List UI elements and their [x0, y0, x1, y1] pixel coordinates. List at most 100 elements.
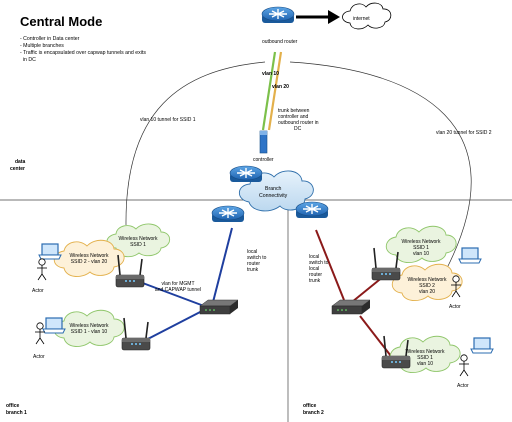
- branch1-ap-bottom-icon[interactable]: [121, 317, 151, 351]
- switch-label-line: trunk: [309, 278, 321, 284]
- switch-label-line: switch to: [309, 260, 329, 266]
- branch1-switch-label: local switch to router trunk: [247, 249, 267, 273]
- note-line: - Multiple branches: [20, 43, 64, 49]
- switch-label-line: local: [309, 254, 319, 260]
- branch1-vlan-label: vlan for MGMT and CAPWAP tunnel: [155, 281, 201, 293]
- tunnel-ssid2-label: vlan 20 tunnel for SSID 2: [436, 130, 492, 136]
- datacenter-label: data center: [10, 159, 26, 172]
- branch2-cloud-top-text: Wireless Network SSID 1 vlan 10: [402, 239, 441, 257]
- branch2-cloud-top: [385, 225, 457, 263]
- switch-label-line: switch to: [247, 255, 267, 261]
- branch2-cloud-mid: [391, 263, 463, 301]
- branch2-switch-icon[interactable]: [331, 299, 371, 315]
- branch2-ap-bottom-link: [359, 315, 395, 361]
- note-line: - Traffic is encapsulated over capwap tu…: [20, 50, 146, 56]
- vlan-label-line: vlan for MGMT: [161, 281, 194, 287]
- page-title: Central Mode: [20, 14, 102, 29]
- branch2-laptop-top-icon[interactable]: [458, 247, 482, 264]
- branch2-actor-bottom-icon: [458, 354, 470, 377]
- trunk-label: trunk between controller and outbound ro…: [278, 108, 319, 132]
- cloud-text-line: Wireless Network: [406, 349, 445, 355]
- branch2-ap-top-link: [351, 275, 385, 303]
- cloud-text-line: SSID 1: [130, 242, 146, 248]
- cloud-text-line: Wireless Network: [408, 277, 447, 283]
- switch-label-line: trunk: [247, 267, 259, 273]
- tunnel-ssid1-arc: [125, 61, 266, 226]
- cloud-text-line: SSID 1 - vlan 10: [71, 329, 108, 335]
- branch2-cloud-bottom-text: Wireless Network SSID 1 vlan 10: [406, 349, 445, 367]
- note-line: in DC: [20, 57, 36, 63]
- cloud-text-line: Wireless Network: [119, 236, 158, 242]
- trunk-label-line: outbound router in: [278, 120, 319, 126]
- datacenter-label-line: data: [15, 159, 26, 165]
- vlan-label-line: and CAPWAP tunnel: [155, 287, 201, 293]
- internet-label: internet: [353, 16, 370, 22]
- branch1-actor-top-icon: [36, 258, 48, 281]
- cloud-text-line: SSID 2: [419, 283, 435, 289]
- branch2-laptop-bottom-icon[interactable]: [470, 337, 494, 354]
- branch1-laptop-top-icon[interactable]: [38, 243, 62, 260]
- vlan20-label: vlan 20: [272, 84, 289, 90]
- actor-label: Actor: [449, 304, 461, 310]
- office-branch2-label: office branch 2: [303, 403, 324, 416]
- vlan10-line: [261, 51, 277, 131]
- office-label-line: branch 2: [303, 410, 324, 416]
- vlan10-label: vlan 10: [262, 71, 279, 77]
- outbound-router-label: outbound router: [262, 39, 298, 45]
- office-branch1-label: office branch 1: [6, 403, 27, 416]
- datacenter-label-line: center: [10, 166, 25, 172]
- switch-label-line: local: [309, 266, 319, 272]
- office-label-line: branch 1: [6, 410, 27, 416]
- cloud-text-line: Wireless Network: [70, 253, 109, 259]
- actor-label: Actor: [33, 354, 45, 360]
- note-line: - Controller in Data center: [20, 36, 80, 42]
- branch1-switch-icon[interactable]: [199, 299, 239, 315]
- office-label-line: office: [303, 403, 317, 409]
- cloud-text-line: vlan 10: [417, 361, 433, 367]
- branch-connectivity-label-line: Connectivity: [259, 193, 288, 199]
- trunk-label-line: controller and: [278, 114, 309, 120]
- branch-connectivity-label: Branch Connectivity: [259, 186, 288, 199]
- branch1-cloud-ssid2: [53, 239, 125, 277]
- cloud-text-line: SSID 1: [417, 355, 433, 361]
- outbound-router-icon[interactable]: [261, 6, 295, 24]
- actor-label: Actor: [32, 288, 44, 294]
- branch1-cloud-ssid1-vlan10: [53, 309, 125, 347]
- branch1-router-switch-link: [211, 227, 233, 307]
- branch2-router-icon[interactable]: [295, 201, 329, 219]
- cloud-text-line: SSID 1: [413, 245, 429, 251]
- tunnel-ssid2-arc: [289, 61, 472, 271]
- branch1-actor-bottom-icon: [34, 322, 46, 345]
- controller-label: controller: [253, 157, 274, 163]
- branch1-cloud-ssid1-vlan10-text: Wireless Network SSID 1 - vlan 10: [70, 323, 109, 335]
- trunk-label-line: DC: [294, 126, 302, 132]
- datacenter-router-icon[interactable]: [229, 165, 263, 183]
- branch2-cloud-mid-text: Wireless Network SSID 2 vlan 20: [408, 277, 447, 295]
- branch2-switch-label: local switch to local router trunk: [309, 254, 329, 284]
- branch2-router-switch-link: [315, 229, 345, 301]
- branch-connectivity-label-line: Branch: [265, 186, 282, 192]
- switch-label-line: local: [247, 249, 257, 255]
- controller-icon[interactable]: [259, 130, 268, 154]
- trunk-label-line: trunk between: [278, 108, 310, 114]
- cloud-text-line: vlan 20: [419, 289, 435, 295]
- branch1-laptop-bottom-icon[interactable]: [42, 317, 66, 334]
- branch1-cloud-ssid2-text: Wireless Network SSID 2 - vlan 20: [70, 253, 109, 265]
- internet-arrowhead: [328, 10, 340, 24]
- branch1-cloud-ssid1: [106, 223, 171, 258]
- vlan20-line: [267, 51, 283, 131]
- internet-cloud: [342, 2, 392, 30]
- notes: - Controller in Data center - Multiple b…: [20, 36, 146, 63]
- cloud-text-line: Wireless Network: [402, 239, 441, 245]
- branch1-ap-bottom-link: [141, 309, 205, 343]
- switch-label-line: router: [309, 272, 322, 278]
- branch1-router-icon[interactable]: [211, 205, 245, 223]
- cloud-text-line: Wireless Network: [70, 323, 109, 329]
- tunnel-ssid1-label: vlan 10 tunnel for SSID 1: [140, 117, 196, 123]
- branch1-cloud-ssid1-text: Wireless Network SSID 1: [119, 236, 158, 248]
- cloud-text-line: vlan 10: [413, 251, 429, 257]
- cloud-text-line: SSID 2 - vlan 20: [71, 259, 108, 265]
- office-label-line: office: [6, 403, 20, 409]
